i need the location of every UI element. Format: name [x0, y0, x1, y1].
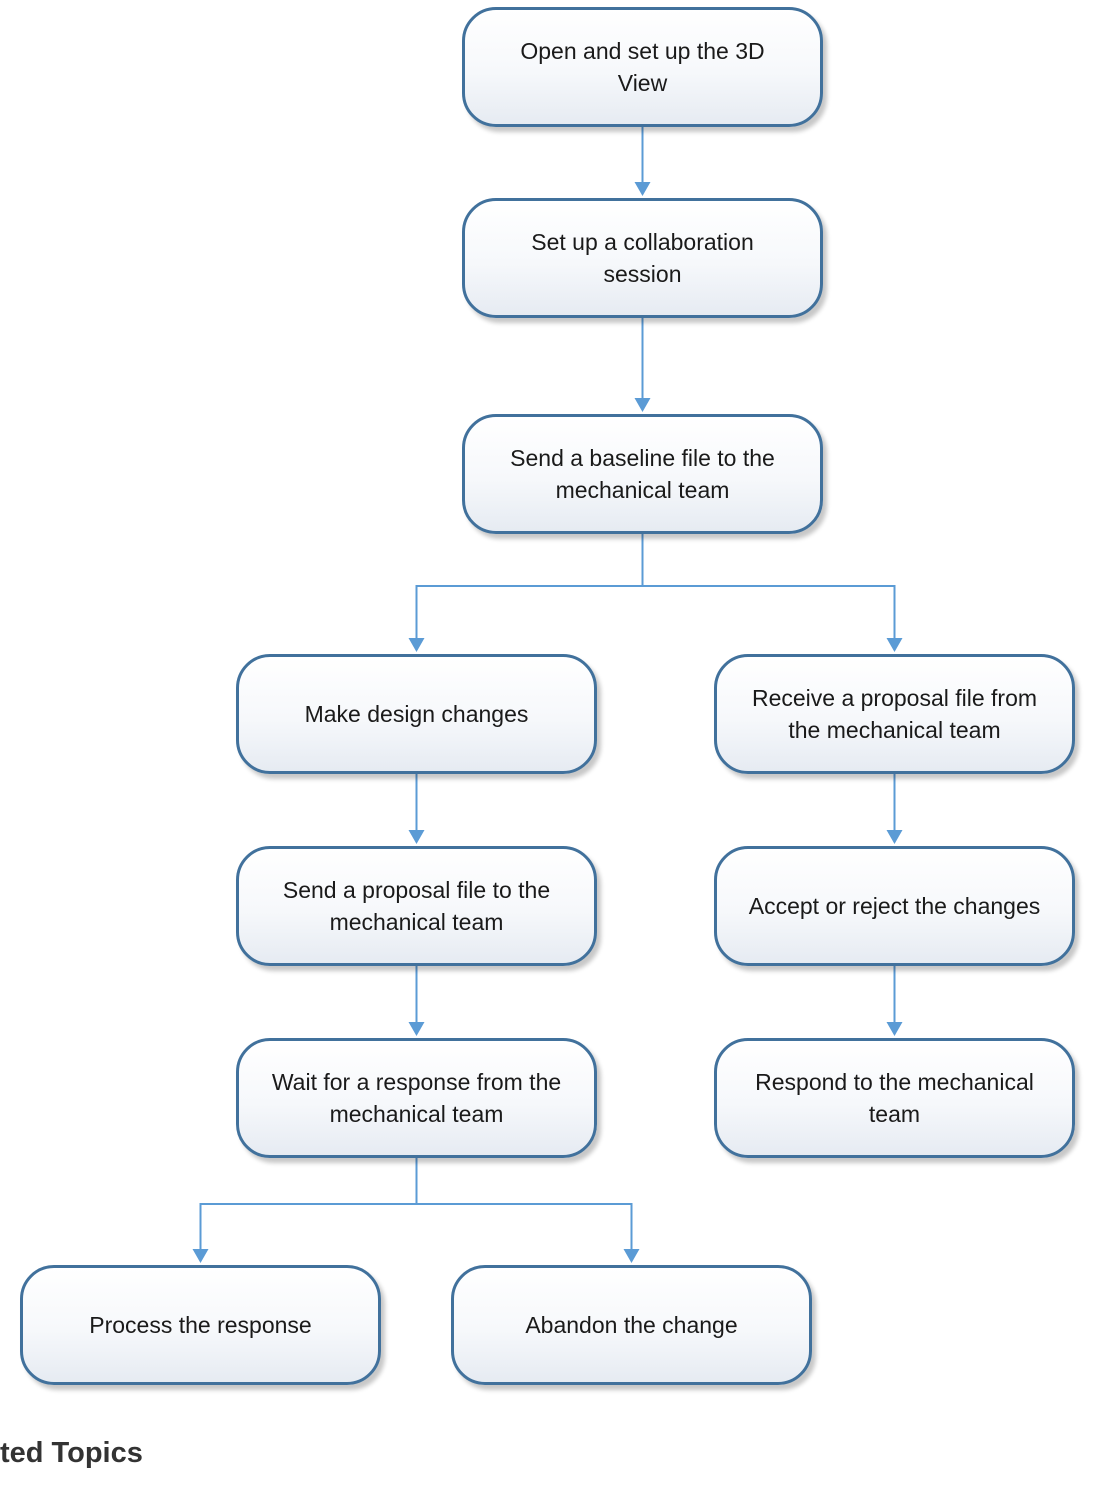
step-label: Abandon the change [525, 1312, 738, 1338]
step-abandon-the-change: Abandon the change [451, 1265, 812, 1385]
step-label: Send a baseline file to the mechanical t… [510, 445, 775, 503]
arrowhead-n8 [886, 830, 903, 844]
connector-n3-n7 [641, 534, 896, 638]
connector-n3-n4 [415, 534, 644, 638]
step-label: Wait for a response from the mechanical … [271, 1069, 562, 1127]
step-send-proposal-file: Send a proposal file to the mechanical t… [236, 846, 597, 966]
step-process-the-response: Process the response [20, 1265, 381, 1385]
step-make-design-changes: Make design changes [236, 654, 597, 774]
connector-n6-n11 [415, 1158, 633, 1249]
step-label: Receive a proposal file from the mechani… [751, 685, 1038, 743]
step-label: Process the response [89, 1312, 312, 1338]
step-open-3d-view: Open and set up the 3D View [462, 7, 823, 127]
step-setup-collaboration-session: Set up a collaboration session [462, 198, 823, 318]
step-receive-proposal-file: Receive a proposal file from the mechani… [714, 654, 1075, 774]
arrowhead-n11 [623, 1249, 640, 1263]
step-respond-to-mechanical-team: Respond to the mechanical team [714, 1038, 1075, 1158]
step-accept-or-reject-changes: Accept or reject the changes [714, 846, 1075, 966]
arrowhead-n5 [408, 830, 425, 844]
connector-n6-n10 [199, 1158, 418, 1249]
related-topics-heading: ted Topics [0, 1437, 143, 1469]
arrowhead-n7 [886, 638, 903, 652]
arrowhead-n9 [886, 1022, 903, 1036]
step-label: Make design changes [304, 701, 529, 727]
step-label: Open and set up the 3D View [520, 38, 765, 96]
arrowhead-n4 [408, 638, 425, 652]
step-label: Send a proposal file to the mechanical t… [282, 877, 551, 935]
step-label: Set up a collaboration session [531, 229, 754, 287]
step-wait-for-response: Wait for a response from the mechanical … [236, 1038, 597, 1158]
arrowhead-n6 [408, 1022, 425, 1036]
arrowhead-n10 [192, 1249, 209, 1263]
step-send-baseline-file: Send a baseline file to the mechanical t… [462, 414, 823, 534]
step-label: Respond to the mechanical team [755, 1069, 1034, 1127]
step-label: Accept or reject the changes [748, 893, 1041, 919]
arrowhead-n3 [634, 398, 651, 412]
arrowhead-n2 [634, 182, 651, 196]
